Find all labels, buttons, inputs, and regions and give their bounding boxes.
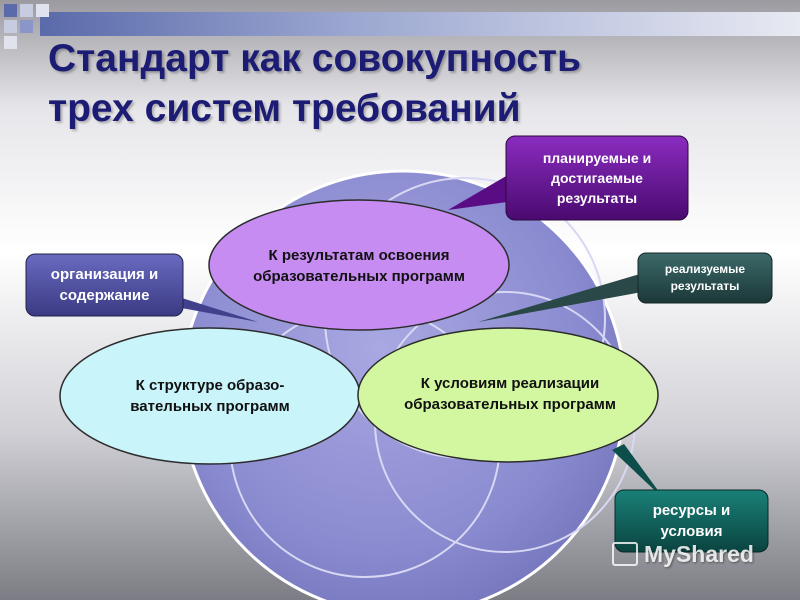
watermark-text: MyShared: [644, 540, 754, 567]
decor-square: [4, 4, 17, 17]
callout-pointer-planned: [448, 168, 522, 210]
decor-square: [20, 20, 33, 33]
ellipse-results-line1: К результатам освоения: [268, 247, 450, 264]
callout-planned-line2: достигаемые: [551, 170, 643, 186]
ellipse-conditions: [357, 327, 659, 463]
callout-organization-line1: организация и: [50, 266, 159, 283]
callout-planned: планируемые и достигаемые результаты: [506, 136, 688, 220]
ellipse-structure-label: К структуре образо- вательных программ: [70, 370, 350, 422]
callout-box-realized: [637, 252, 773, 304]
callout-resources: ресурсы и условия: [615, 490, 768, 552]
callout-box-organization: [25, 253, 184, 317]
callout-pointer-resources: [612, 444, 665, 500]
callout-organization-line2: содержание: [59, 287, 150, 304]
slide-title-line2: трех систем требований: [48, 87, 521, 130]
decor-square: [4, 20, 17, 33]
callout-box-resources: [614, 489, 769, 553]
callout-planned-line3: результаты: [556, 190, 638, 206]
callout-realized-line1: реализуемые: [664, 262, 746, 276]
myshared-logo-icon: [612, 542, 638, 566]
callout-realized-line2: результаты: [670, 279, 740, 293]
ellipse-conditions-line1: К условиям реализации: [420, 375, 600, 392]
ellipse-results-line2: образовательных программ: [253, 268, 465, 285]
callout-box-planned: [505, 135, 689, 221]
ellipse-structure-line1: К структуре образо-: [135, 377, 285, 394]
ellipse-structure-line2: вательных программ: [130, 398, 290, 415]
slide-title-line1: Стандарт как совокупность: [48, 37, 581, 80]
decor-square: [36, 4, 49, 17]
header-decor-bar: [40, 12, 800, 36]
decor-square: [20, 4, 33, 17]
watermark: MyShared: [612, 537, 792, 571]
ellipse-conditions-line2: образовательных программ: [404, 396, 616, 413]
callout-planned-line1: планируемые и: [542, 150, 652, 166]
callout-resources-line2: условия: [660, 523, 723, 540]
callout-resources-line1: ресурсы и: [652, 502, 731, 519]
ellipse-results-label: К результатам освоения образовательных п…: [214, 240, 504, 292]
callout-realized: реализуемые результаты: [638, 253, 772, 303]
slide-title: Стандарт как совокупность трех систем тр…: [48, 34, 768, 134]
ellipse-conditions-label: К условиям реализации образовательных пр…: [364, 368, 656, 420]
decor-square: [4, 36, 17, 49]
callout-pointer-realized: [478, 274, 642, 322]
ellipse-results: [208, 199, 510, 331]
callout-organization: организация и содержание: [26, 254, 183, 316]
